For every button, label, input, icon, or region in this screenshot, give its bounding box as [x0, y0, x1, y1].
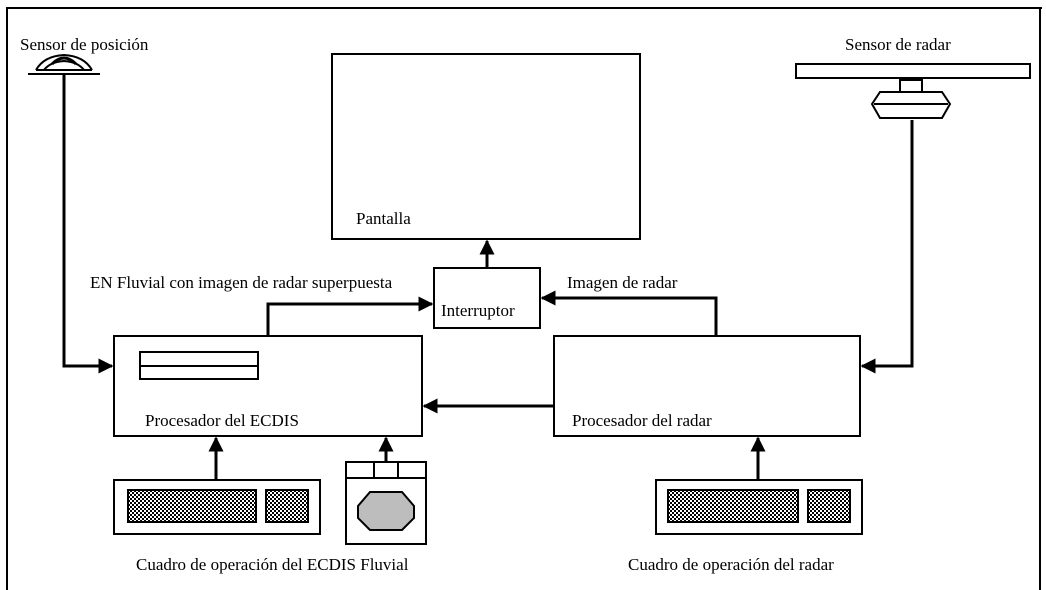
radar-sensor-label: Sensor de radar	[845, 35, 951, 54]
radar-sensor-icon	[795, 63, 1031, 119]
radar-panel-label: Cuadro de operación del radar	[628, 555, 834, 574]
ecdis-processor-slot-top	[139, 351, 259, 367]
ecdis-operation-panel	[113, 479, 321, 535]
ecdis-overlay-label: EN Fluvial con imagen de radar superpues…	[90, 273, 393, 292]
ecdis-panel-label: Cuadro de operación del ECDIS Fluvial	[136, 555, 409, 574]
position-sensor-label: Sensor de posición	[20, 35, 149, 54]
ecdis-processor-label: Procesador del ECDIS	[145, 411, 299, 430]
radar-processor-label: Procesador del radar	[572, 411, 712, 430]
trackball-unit-icon	[345, 461, 427, 545]
radar-image-label: Imagen de radar	[567, 273, 678, 292]
ecdis-processor-slot-bottom	[139, 365, 259, 380]
position-sensor-icon	[28, 53, 100, 75]
radar-operation-panel	[655, 479, 863, 535]
radar-processor-box	[553, 335, 861, 437]
display-label: Pantalla	[356, 209, 411, 228]
arrow-radar-to-switch	[540, 290, 718, 336]
connections	[62, 74, 914, 480]
outer-frame	[6, 7, 1042, 590]
arrow-position-to-ecdis	[62, 74, 114, 374]
display-box	[331, 53, 641, 240]
arrow-ecdis-to-switch	[266, 296, 434, 336]
switch-label: Interruptor	[441, 301, 515, 320]
arrow-radar-sensor-to-radar-processor	[860, 120, 914, 374]
